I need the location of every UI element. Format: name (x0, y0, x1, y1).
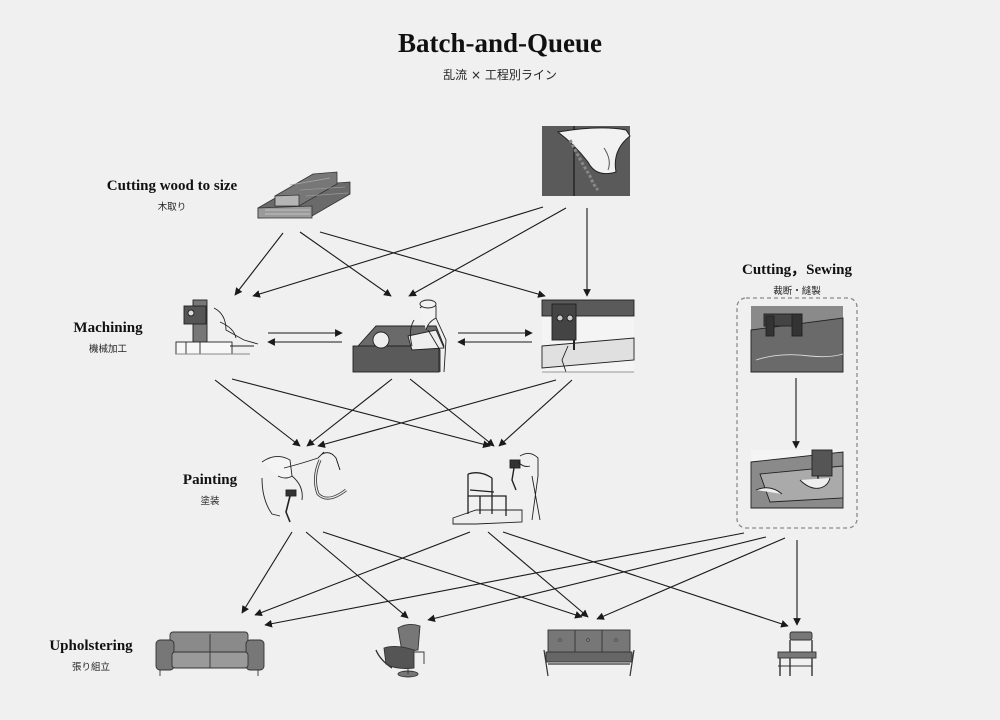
arrow-lumber-to-tablesaw (299, 231, 392, 297)
arrow-paint2-to-chair (502, 531, 789, 628)
bench-icon (543, 629, 635, 677)
arrow-leather-to-tablesaw (408, 207, 567, 297)
arrow-router-to-paint1 (317, 379, 557, 448)
arrow-lumber-to-router (319, 231, 546, 298)
arrow-paint2-to-sofa (254, 531, 471, 617)
diagram-subtitle: 乱流 × 工程別ライン (443, 68, 557, 82)
router-machine-icon (541, 299, 635, 373)
lumber-stack-icon (257, 171, 351, 219)
stage-label-sewing: Cutting，Sewing 裁断・縫製 (726, 258, 868, 297)
stage-label-machining: Machining 機械加工 (58, 320, 158, 355)
flow-arrows (214, 206, 801, 628)
arrow-sewing-to-lounge (427, 536, 767, 623)
arrow-router-to-paint2 (498, 379, 573, 447)
band-saw-worker-icon (175, 299, 259, 355)
arrow-sewing-to-sofa (264, 532, 745, 628)
arrow-paint1-to-bench (322, 531, 583, 619)
sewing-machine-icon (750, 449, 844, 509)
spray-painting-chair-icon (452, 453, 541, 525)
arrow-paint2-to-bench (487, 531, 589, 618)
table-saw-worker-icon (352, 299, 447, 373)
stage-cutting-title: Cutting wood to size (106, 178, 238, 194)
arrow-leather-to-bandsaw (252, 206, 544, 298)
arrow-lumber-to-bandsaw (234, 232, 284, 296)
stage-sewing-title: Cutting，Sewing (741, 262, 853, 278)
stage-cutting-subtitle: 木取り (157, 202, 187, 213)
stage-upholstering-subtitle: 張り組立 (71, 662, 110, 673)
sofa-icon (155, 631, 265, 676)
arrow-bandsaw-to-paint2 (231, 378, 491, 448)
leather-material-icon (542, 126, 631, 196)
sewing-group-box (736, 297, 858, 529)
stage-sewing-subtitle: 裁断・縫製 (773, 286, 821, 297)
stage-machining-title: Machining (73, 320, 143, 336)
diagram-title: Batch-and-Queue (397, 28, 603, 58)
stage-upholstering-title: Upholstering (49, 638, 133, 654)
dining-chair-icon (777, 631, 817, 676)
arrow-tablesaw-to-paint2 (409, 378, 495, 447)
arrow-sewing-to-bench (596, 537, 786, 620)
cutting-plotter-icon (750, 306, 844, 373)
arrow-paint1-to-sofa (241, 531, 293, 614)
stage-painting-title: Painting (182, 472, 238, 488)
arrow-paint1-to-lounge (305, 531, 409, 619)
lounge-chair-icon (375, 623, 425, 678)
stage-machining-subtitle: 機械加工 (88, 344, 127, 355)
arrow-tablesaw-to-paint1 (306, 378, 393, 447)
arrow-bandsaw-to-paint1 (214, 379, 301, 447)
stage-label-painting: Painting 塗装 (170, 472, 250, 507)
stage-label-upholstering: Upholstering 張り組立 (36, 638, 146, 673)
stage-label-cutting: Cutting wood to size 木取り (92, 178, 252, 213)
spray-painting-frame-icon (261, 451, 347, 523)
stage-painting-subtitle: 塗装 (200, 496, 220, 507)
